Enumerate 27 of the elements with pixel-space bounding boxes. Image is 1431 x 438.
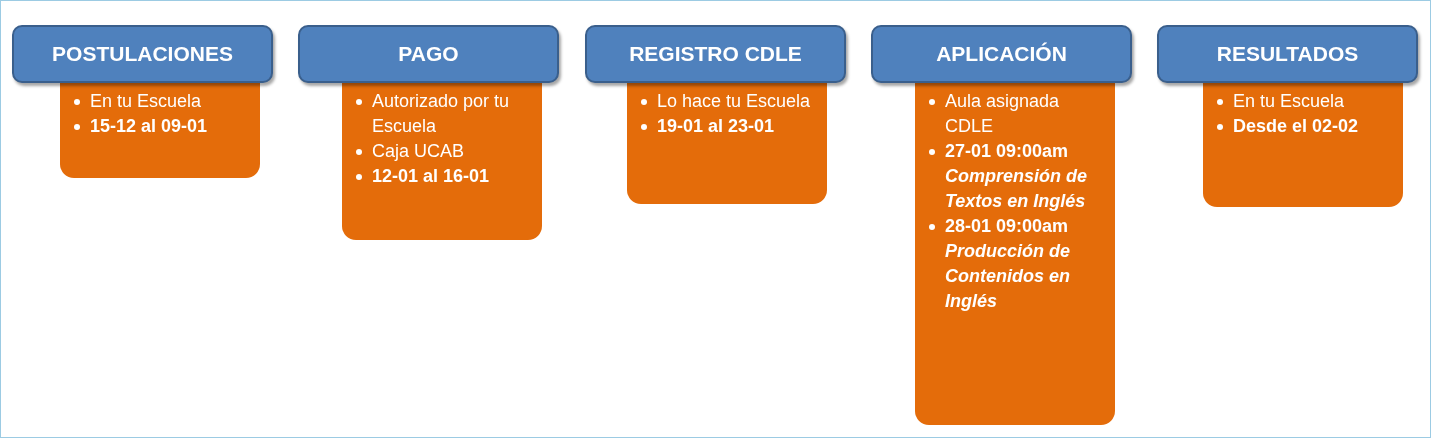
step-detail-card (342, 83, 542, 240)
bullet-text: 12-01 al 16-01 (372, 165, 490, 188)
bullet-text: Caja UCAB (372, 140, 465, 163)
step-header-box (585, 25, 846, 83)
step-header-box (1157, 25, 1418, 83)
step-title: PAGO (398, 42, 459, 66)
step-detail-card (60, 83, 260, 178)
bullet-text: En tu Escuela (90, 90, 202, 113)
step-detail-card (1203, 83, 1403, 207)
bullet-text: 27-01 09:00am Comprensión de Textos en Inglés (945, 140, 1088, 213)
step-title: RESULTADOS (1216, 42, 1359, 66)
bullet-text: 15-12 al 09-01 (90, 115, 208, 138)
step-title: REGISTRO CDLE (629, 42, 802, 66)
bullet-text: En tu Escuela (1233, 90, 1345, 113)
bullet-text: Desde el 02-02 (1233, 115, 1359, 138)
step-detail-card (627, 83, 827, 204)
step-title: APLICACIÓN (936, 42, 1067, 66)
step-header-box (871, 25, 1132, 83)
bullet-text: Aula asignada CDLE (945, 90, 1061, 138)
step-detail-card (915, 83, 1115, 425)
step-title: POSTULACIONES (52, 42, 233, 66)
step-header-box (12, 25, 273, 83)
bullet-text: 19-01 al 23-01 (657, 115, 775, 138)
bullet-text: Autorizado por tu Escuela (372, 90, 511, 138)
step-header-box (298, 25, 559, 83)
bullet-text: Lo hace tu Escuela (657, 90, 811, 113)
bullet-text: 28-01 09:00am Producción de Contenidos en Inglés (945, 215, 1071, 313)
